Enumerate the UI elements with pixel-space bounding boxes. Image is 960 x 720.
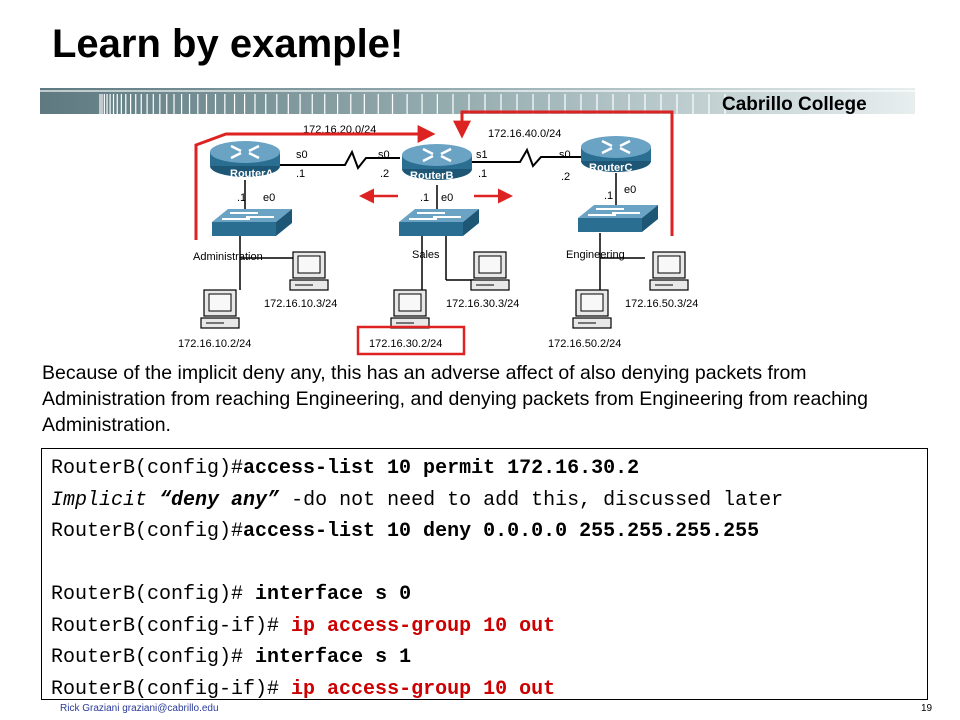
interface-label: .1 bbox=[478, 168, 487, 180]
config-code-box: RouterB(config)#access-list 10 permit 17… bbox=[41, 448, 928, 701]
cli-prompt: RouterB(config)# bbox=[51, 520, 244, 543]
cli-prompt: RouterB(config)# bbox=[51, 457, 244, 480]
code-blank-line bbox=[42, 548, 927, 580]
host-ip-label: 172.16.30.2/24 bbox=[369, 338, 442, 350]
cli-command: ip access-group 10 out bbox=[291, 677, 556, 701]
explanation-text: Because of the implicit deny any, this h… bbox=[42, 362, 868, 436]
code-comment-emphasis: “deny any” bbox=[159, 488, 280, 512]
interface-label: .1 bbox=[420, 192, 429, 204]
cli-prompt: RouterB(config)# bbox=[51, 583, 256, 606]
switch-c-icon bbox=[577, 204, 659, 233]
cli-prompt: RouterB(config)# bbox=[51, 646, 256, 669]
interface-label: .2 bbox=[561, 171, 570, 183]
code-line: RouterB(config-if)# ip access-group 10 o… bbox=[42, 611, 927, 643]
pc-icon bbox=[470, 251, 510, 291]
cli-command: interface s 0 bbox=[255, 583, 412, 606]
host-ip-label: 172.16.30.3/24 bbox=[446, 298, 519, 310]
code-line: RouterB(config)# interface s 0 bbox=[42, 579, 927, 611]
code-line: Implicit “deny any” -do not need to add … bbox=[42, 485, 927, 517]
slide-title: Learn by example! bbox=[52, 22, 404, 66]
pc-icon bbox=[649, 251, 689, 291]
switch-b-icon bbox=[398, 208, 480, 237]
switch-a-icon bbox=[211, 208, 293, 237]
serial-link-bc bbox=[472, 147, 582, 168]
host-ip-label: 172.16.50.3/24 bbox=[625, 298, 698, 310]
host-ip-label: 172.16.10.3/24 bbox=[264, 298, 337, 310]
code-line: RouterB(config)# interface s 1 bbox=[42, 642, 927, 674]
cli-prompt: RouterB(config-if)# bbox=[51, 614, 292, 638]
code-comment: -do not need to add this, discussed late… bbox=[279, 488, 784, 512]
pc-icon bbox=[200, 289, 240, 329]
page-number: 19 bbox=[921, 703, 933, 714]
lan-label-sales: Sales bbox=[412, 249, 440, 261]
serial-link-ab bbox=[280, 149, 400, 170]
interface-label: .2 bbox=[380, 168, 389, 180]
router-a-label: RouterA bbox=[230, 168, 273, 180]
cli-prompt: RouterB(config-if)# bbox=[51, 677, 292, 701]
cli-command: access-list 10 permit 172.16.30.2 bbox=[243, 457, 640, 480]
cli-command: access-list 10 deny 0.0.0.0 255.255.255.… bbox=[243, 520, 760, 543]
code-line: RouterB(config-if)# ip access-group 10 o… bbox=[42, 674, 927, 706]
network-label-bc: 172.16.40.0/24 bbox=[488, 128, 561, 140]
header-banner bbox=[40, 88, 915, 114]
code-comment: Implicit bbox=[51, 488, 160, 512]
college-name: Cabrillo College bbox=[722, 94, 867, 115]
interface-label: s1 bbox=[476, 149, 488, 161]
router-c-label: RouterC bbox=[589, 162, 632, 174]
pc-icon bbox=[289, 251, 329, 291]
code-line: RouterB(config)#access-list 10 permit 17… bbox=[42, 453, 927, 485]
interface-label: .1 bbox=[237, 192, 246, 204]
lan-label-engineering: Engineering bbox=[566, 249, 625, 261]
traffic-arrow-engineering bbox=[453, 110, 674, 236]
lan-label-administration: Administration bbox=[193, 251, 263, 263]
host-ip-label: 172.16.10.2/24 bbox=[178, 338, 251, 350]
router-b-label: RouterB bbox=[410, 170, 453, 182]
pc-icon bbox=[390, 289, 430, 329]
interface-label: s0 bbox=[296, 149, 308, 161]
interface-label: s0 bbox=[378, 149, 390, 161]
highlight-box bbox=[356, 325, 466, 356]
pc-icon bbox=[572, 289, 612, 329]
interface-label: e0 bbox=[441, 192, 453, 204]
interface-label: .1 bbox=[604, 190, 613, 202]
interface-label: e0 bbox=[263, 192, 275, 204]
code-line: RouterB(config)#access-list 10 deny 0.0.… bbox=[42, 516, 927, 548]
cli-command: ip access-group 10 out bbox=[291, 614, 556, 638]
interface-label: e0 bbox=[624, 184, 636, 196]
interface-label: .1 bbox=[296, 168, 305, 180]
footer-author: Rick Graziani graziani@cabrillo.edu bbox=[60, 703, 219, 714]
cli-command: interface s 1 bbox=[255, 646, 412, 669]
network-diagram: RouterA RouterB RouterC 172.16.20.0/24 1… bbox=[178, 110, 698, 356]
interface-label: s0 bbox=[559, 149, 571, 161]
traffic-arrow-admin bbox=[194, 125, 436, 240]
host-ip-label: 172.16.50.2/24 bbox=[548, 338, 621, 350]
